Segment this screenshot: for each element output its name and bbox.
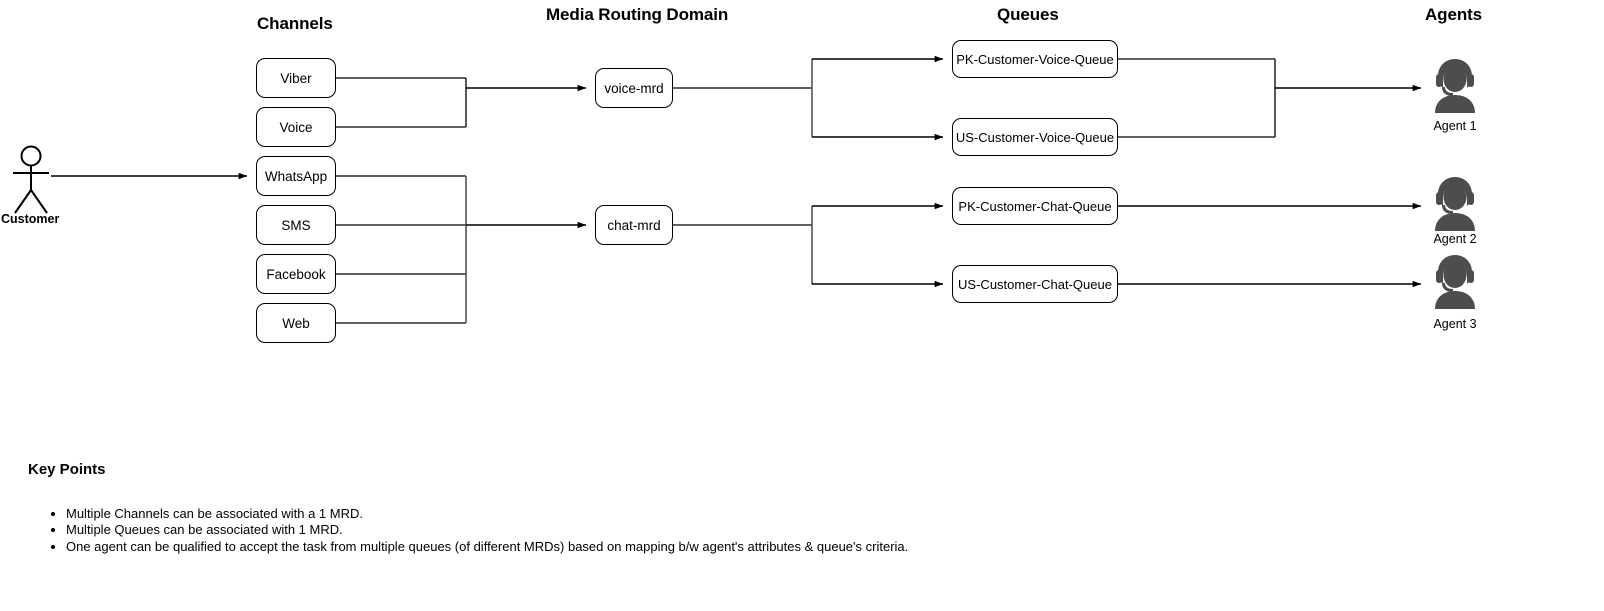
key-point-item: Multiple Channels can be associated with… — [66, 506, 908, 522]
queue-box-pk-customer-chat-queue[interactable]: PK-Customer-Chat-Queue — [952, 187, 1118, 225]
customer-actor-label: Customer — [1, 212, 60, 226]
headset-agent-icon — [1435, 255, 1475, 309]
queue-box-pk-customer-voice-queue[interactable]: PK-Customer-Voice-Queue — [952, 40, 1118, 78]
column-title-media-routing-domain: Media Routing Domain — [546, 5, 729, 24]
channel-label-sms: SMS — [281, 217, 311, 233]
queue-label-us-customer-chat-queue: US-Customer-Chat-Queue — [958, 276, 1112, 292]
queue-box-us-customer-voice-queue[interactable]: US-Customer-Voice-Queue — [952, 118, 1118, 156]
key-points-title: Key Points — [28, 461, 106, 478]
channel-box-facebook[interactable]: Facebook — [256, 254, 336, 294]
queue-label-pk-customer-chat-queue: PK-Customer-Chat-Queue — [958, 198, 1112, 214]
agent-label-agent-3: Agent 3 — [1433, 317, 1477, 331]
queue-box-us-customer-chat-queue[interactable]: US-Customer-Chat-Queue — [952, 265, 1118, 303]
mrd-box-chat-mrd[interactable]: chat-mrd — [595, 205, 673, 245]
mrd-label-voice-mrd: voice-mrd — [604, 80, 664, 96]
agent-icon-agent-2[interactable] — [1429, 175, 1481, 237]
mrd-label-chat-mrd: chat-mrd — [607, 217, 661, 233]
queue-label-pk-customer-voice-queue: PK-Customer-Voice-Queue — [956, 51, 1114, 67]
customer-actor[interactable] — [5, 145, 57, 222]
channel-box-sms[interactable]: SMS — [256, 205, 336, 245]
channel-label-viber: Viber — [280, 70, 312, 86]
channel-label-web: Web — [282, 315, 310, 331]
agent-label-agent-1: Agent 1 — [1433, 119, 1477, 133]
column-title-channels: Channels — [257, 14, 333, 33]
key-point-item: One agent can be qualified to accept the… — [66, 539, 908, 555]
channel-box-whatsapp[interactable]: WhatsApp — [256, 156, 336, 196]
agent-label-agent-2: Agent 2 — [1433, 232, 1477, 246]
channel-box-viber[interactable]: Viber — [256, 58, 336, 98]
key-point-item: Multiple Queues can be associated with 1… — [66, 522, 908, 538]
channel-label-whatsapp: WhatsApp — [264, 168, 328, 184]
queue-label-us-customer-voice-queue: US-Customer-Voice-Queue — [955, 129, 1115, 145]
channel-box-voice[interactable]: Voice — [256, 107, 336, 147]
channel-box-web[interactable]: Web — [256, 303, 336, 343]
headset-agent-icon — [1435, 177, 1475, 231]
key-points-list: Multiple Channels can be associated with… — [36, 506, 908, 555]
channel-label-voice: Voice — [279, 119, 313, 135]
column-title-queues: Queues — [997, 5, 1059, 24]
mrd-box-voice-mrd[interactable]: voice-mrd — [595, 68, 673, 108]
actor-stick-figure-icon — [13, 145, 49, 214]
agent-icon-agent-3[interactable] — [1429, 253, 1481, 315]
channel-label-facebook: Facebook — [266, 266, 326, 282]
agent-icon-agent-1[interactable] — [1429, 57, 1481, 119]
headset-agent-icon — [1435, 59, 1475, 113]
column-title-agents: Agents — [1425, 5, 1483, 24]
